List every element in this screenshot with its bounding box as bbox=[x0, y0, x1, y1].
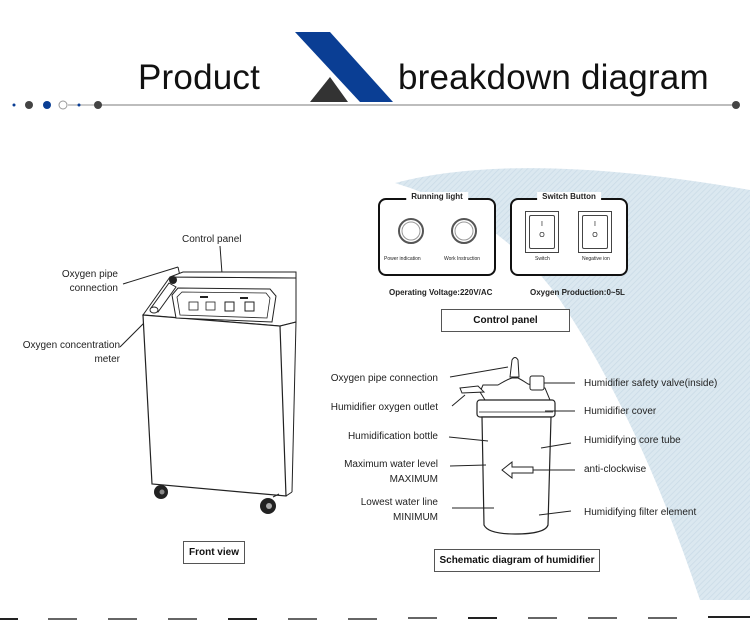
divider-dash bbox=[528, 617, 557, 619]
divider-dash bbox=[228, 618, 257, 620]
label-switch: Switch bbox=[535, 256, 550, 262]
label-oxygen-pipe-connection: Oxygen pipe connection bbox=[330, 373, 438, 384]
label-concentration-meter-line2: meter bbox=[94, 354, 120, 365]
divider-dot bbox=[43, 101, 51, 109]
caption-control-panel: Control panel bbox=[441, 309, 570, 332]
label-core-tube: Humidifying core tube bbox=[584, 435, 681, 446]
divider-dot bbox=[732, 101, 740, 109]
divider-dash bbox=[408, 617, 437, 619]
switch-off-mark: O bbox=[592, 232, 598, 239]
label-work-instruction: Work Instruction bbox=[444, 256, 481, 262]
label-lowest-water-line: Lowest water line bbox=[360, 497, 438, 508]
divider-dot bbox=[12, 103, 16, 107]
caption-front-view: Front view bbox=[183, 541, 245, 564]
divider-dash bbox=[48, 618, 77, 620]
divider-dash bbox=[708, 616, 750, 618]
header-divider bbox=[12, 100, 740, 110]
label-safety-valve: Humidifier safety valve(inside) bbox=[584, 378, 718, 389]
label-maximum-water-level: Maximum water level bbox=[344, 459, 438, 470]
oxygen-production: Oxygen Production:0~5L bbox=[530, 288, 625, 297]
divider-dash bbox=[168, 618, 197, 620]
switch-button-title: Switch Button bbox=[537, 192, 601, 201]
switch-on-mark: I bbox=[541, 221, 543, 228]
rocker-switch-power[interactable]: I O bbox=[525, 211, 559, 253]
label-filter-element: Humidifying filter element bbox=[584, 507, 697, 518]
divider-dot bbox=[25, 101, 33, 109]
divider-dash bbox=[348, 618, 377, 620]
work-indicator-light-icon bbox=[451, 218, 477, 244]
label-anti-clockwise: anti-clockwise bbox=[584, 464, 647, 475]
operating-voltage: Operating Voltage:220V/AC bbox=[389, 288, 493, 297]
divider-dash bbox=[108, 618, 137, 620]
caption-humidifier: Schematic diagram of humidifier bbox=[434, 549, 600, 572]
divider-dash bbox=[0, 618, 18, 620]
label-negative-ion: Negative ion bbox=[582, 256, 610, 262]
power-indicator-light-icon bbox=[398, 218, 424, 244]
label-humidifier-oxygen-outlet: Humidifier oxygen outlet bbox=[330, 402, 438, 413]
divider-dash bbox=[648, 617, 677, 619]
rocker-switch-negative-ion[interactable]: I O bbox=[578, 211, 612, 253]
title-product: Product bbox=[138, 58, 261, 97]
switch-on-mark: I bbox=[594, 221, 596, 228]
switch-off-mark: O bbox=[539, 232, 545, 239]
label-humidifier-cover: Humidifier cover bbox=[584, 406, 657, 417]
divider-dot bbox=[58, 100, 68, 110]
title-breakdown-diagram: breakdown diagram bbox=[398, 58, 709, 97]
header-logo-mark bbox=[295, 32, 393, 102]
divider-dot bbox=[94, 101, 102, 109]
oxygen-concentrator-front-view bbox=[119, 245, 297, 514]
label-oxygen-pipe-line2: connection bbox=[69, 283, 118, 294]
label-power-indication: Power indication bbox=[384, 256, 421, 262]
label-maximum: MAXIMUM bbox=[389, 474, 438, 485]
divider-dash bbox=[288, 618, 317, 620]
divider-dot bbox=[77, 103, 81, 107]
divider-dash bbox=[588, 617, 617, 619]
running-light-title: Running light bbox=[406, 192, 468, 201]
label-humidification-bottle: Humidification bottle bbox=[347, 431, 438, 442]
divider-dash bbox=[468, 617, 497, 619]
switch-button-panel: Switch Button I O I O Switch Negative io… bbox=[510, 192, 628, 276]
running-light-panel: Running light Power indication Work Inst… bbox=[378, 192, 496, 276]
label-minimum: MINIMUM bbox=[393, 512, 438, 523]
label-oxygen-pipe-line1: Oxygen pipe bbox=[61, 269, 118, 280]
label-concentration-meter-line1: Oxygen concentration bbox=[22, 340, 120, 351]
label-control-panel: Control panel bbox=[182, 234, 242, 245]
